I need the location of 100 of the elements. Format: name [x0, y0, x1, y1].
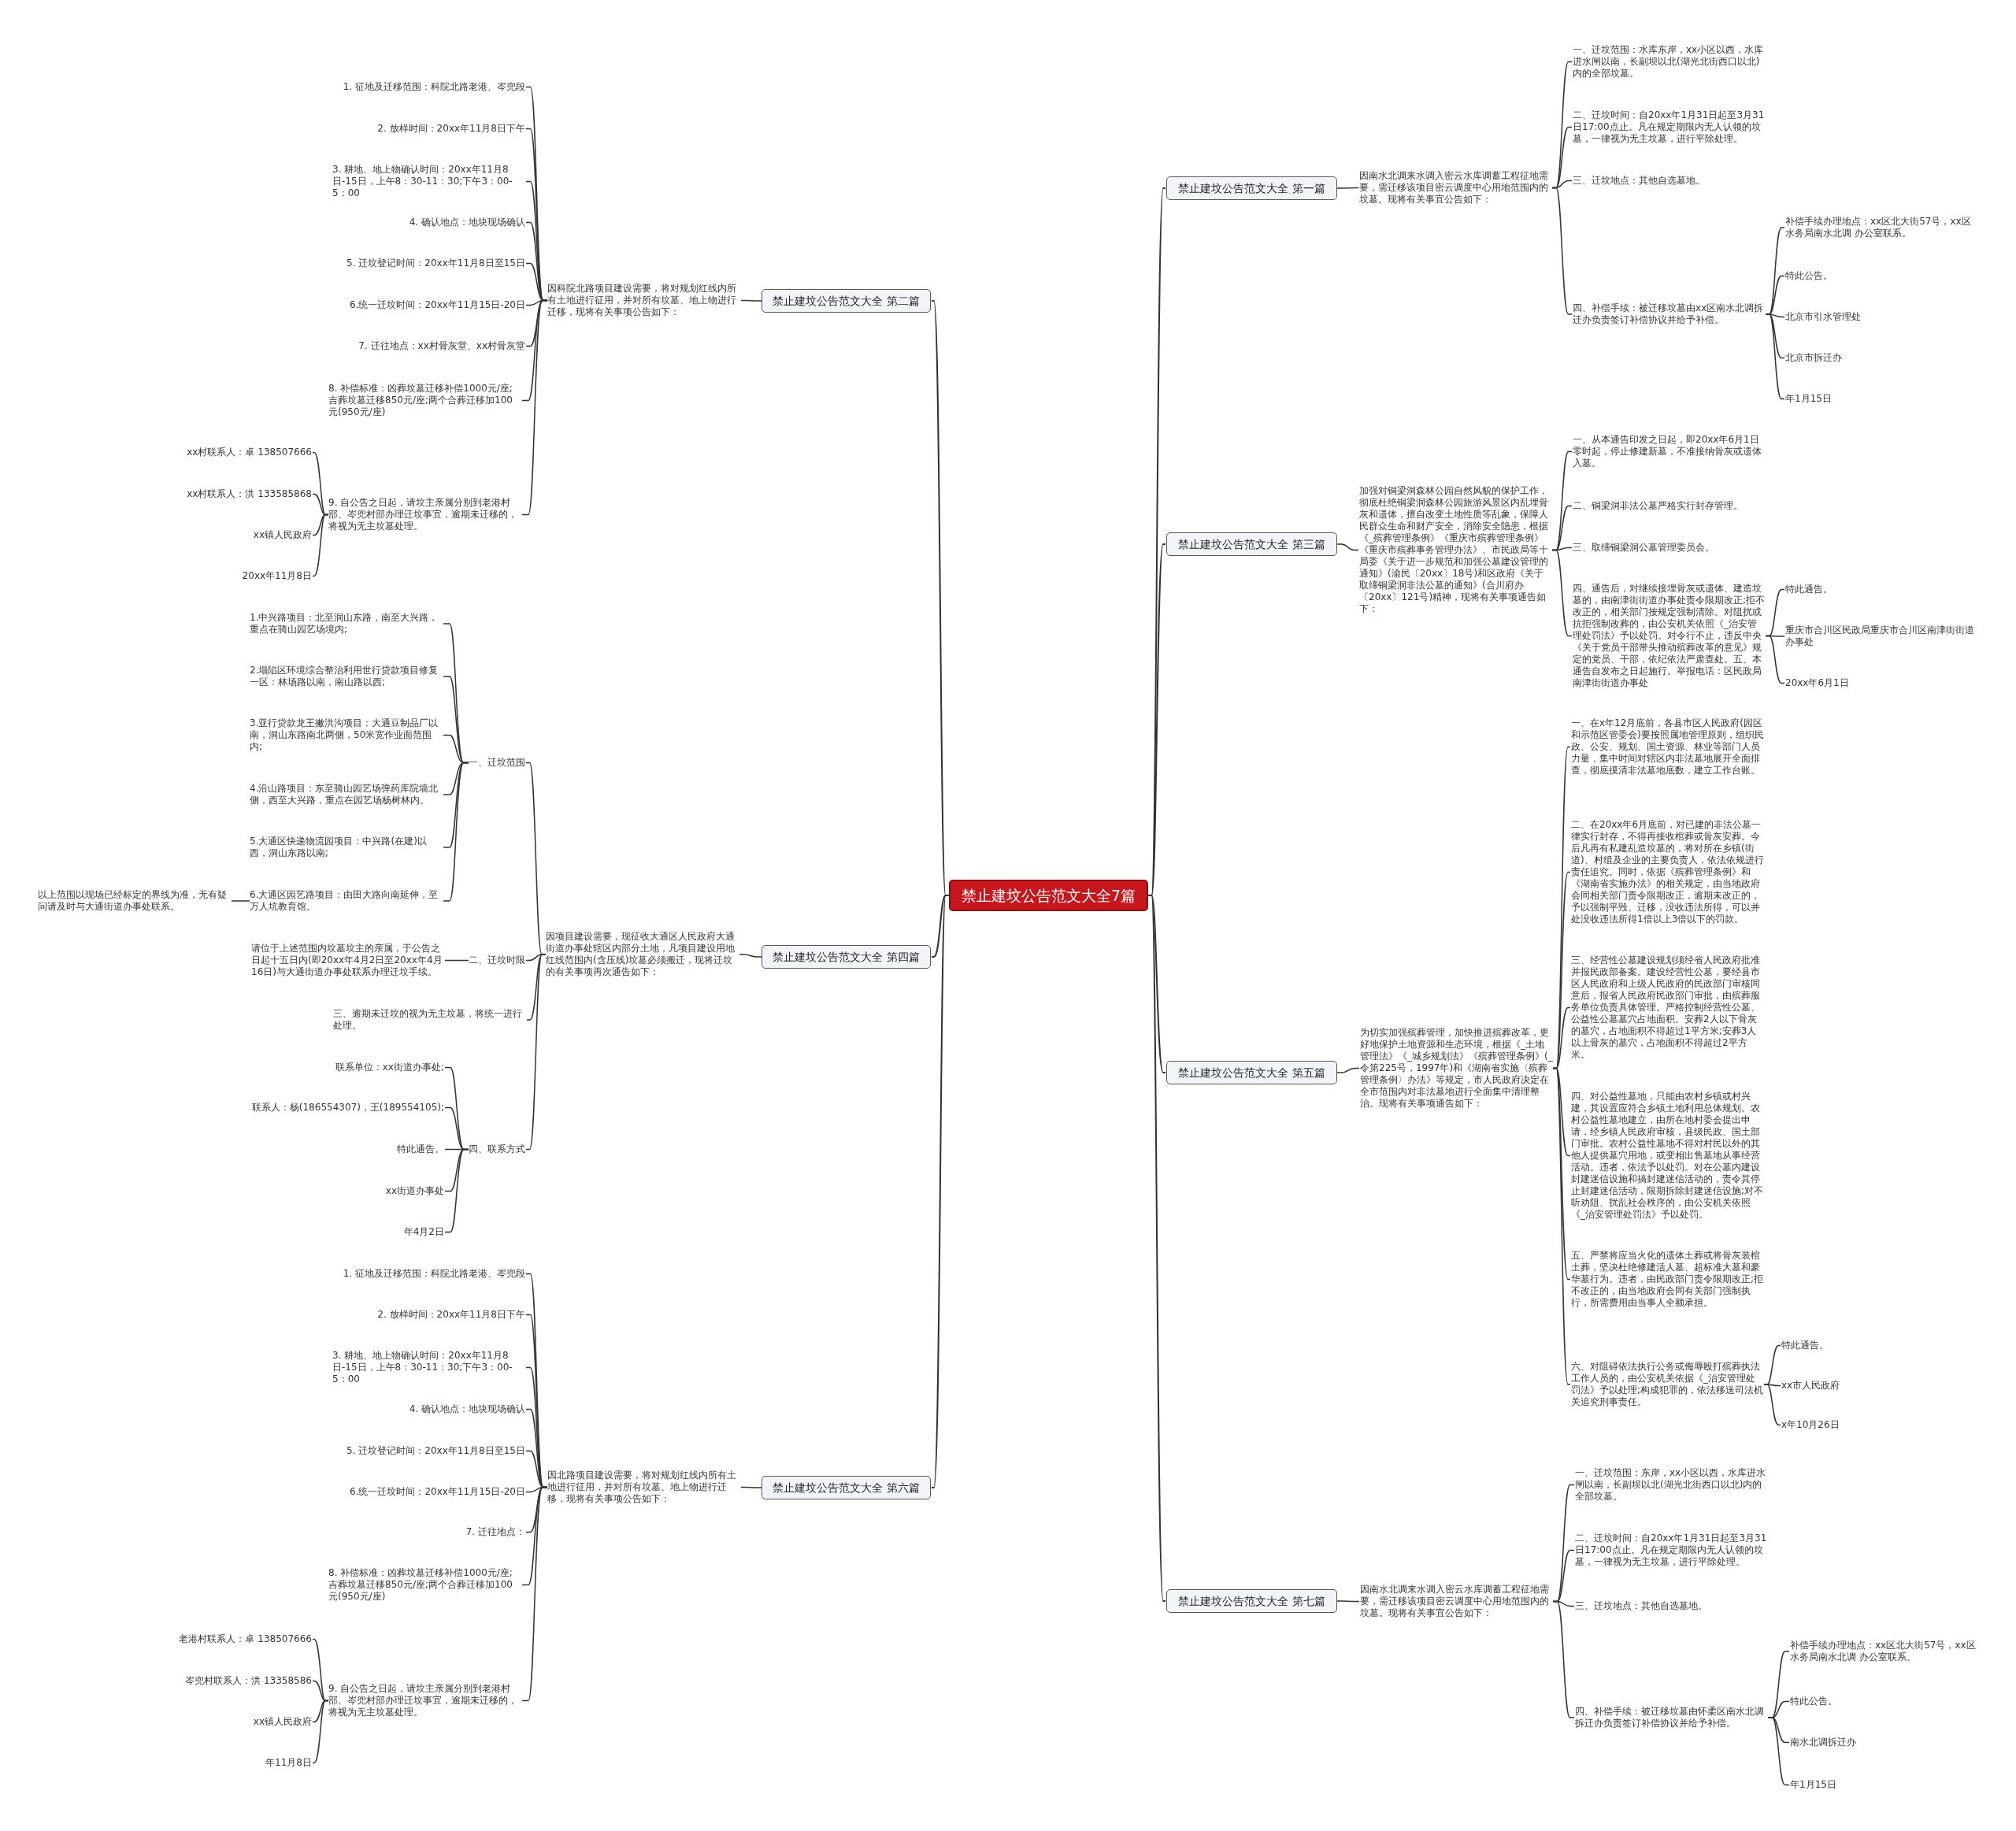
connector-line	[1552, 1600, 1575, 1718]
notice-text: 3. 耕地、地上物确认时间：20xx年11月8日-15日，上午8：30-11：30;下午3：00-5：00	[332, 1350, 525, 1385]
notice-text: 因南水北调来水调入密云水库调蓄工程征地需要，需迁移该项目密云调度中心用地范围内的坟墓。现将有关事宜公告如下：	[1360, 1584, 1553, 1619]
notice-text: 7. 迁往地点：xx村骨灰堂、xx村骨灰堂	[358, 340, 525, 352]
notice-text: 特此通告。	[1785, 584, 1833, 595]
notice-text: 补偿手续办理地点：xx区北大街57号，xx区水务局南水北调 办公室联系。	[1785, 216, 1978, 239]
connector-line	[1336, 1600, 1360, 1603]
notice-text: 三、迁坟地点：其他自选墓地。	[1575, 1600, 1707, 1612]
notice-text: 6.大通区园艺路项目：由田大路向南延伸，至万人坑教育馆。	[250, 889, 443, 913]
connector-line	[740, 1486, 762, 1488]
connector-line	[1336, 187, 1359, 189]
notice-text: 四、联系方式	[469, 1143, 525, 1155]
notice-text: 4.沿山路项目：东至骑山园艺场弹药库院墙北侧，西至大兴路，重点在园艺场杨树林内。	[250, 783, 443, 806]
notice-text: 为切实加强殡葬管理，加快推进殡葬改革，更好地保护土地资源和生态环境，根据《_土地管理法》《_城乡规划法》《殡葬管理条例》(_令第225号，1997年)和《湖南省实施〈殡葬管理条例〉办法》等规定，市人民政府决定在全市范围内对非法墓地进行全面集中清理整治。现将有关事项通告如下：	[1360, 1027, 1553, 1110]
branch-topic-box: 禁止建坟公告范文大全 第七篇	[1166, 1589, 1337, 1613]
notice-text: 8. 补偿标准：凶葬坟墓迁移补偿1000元/座;吉葬坟墓迁移850元/座;两个合葬迁移加100元(950元/座)	[328, 1567, 521, 1603]
branch-topic-box: 禁止建坟公告范文大全 第二篇	[762, 289, 931, 313]
notice-text: 2. 放样时间：20xx年11月8日下午	[377, 1309, 525, 1321]
connector-line	[443, 762, 469, 902]
notice-text: 2. 放样时间：20xx年11月8日下午	[377, 123, 525, 135]
notice-text: x年10月26日	[1781, 1419, 1840, 1431]
notice-text: 特此通告。	[397, 1143, 444, 1155]
notice-text: 三、迁坟地点：其他自选墓地。	[1573, 175, 1705, 187]
notice-text: 二、迁坟时限	[469, 954, 525, 966]
notice-text: 四、通告后，对继续接埋骨灰或遗体、建造坟墓的，由南津街街道办事处责令限期改正;拒不改正的，相关部门按规定强制清除。对阻扰或抗拒强制改葬的，由公安机关依照《_治安管理处罚法》予以处罚。对令行不止，违反中央《关于党员干部带头推动殡葬改革的意见》规定的党员、干部，依纪依法严肃查处。五、本通告自发布之日起施行。举报电话：区民政局南津街街道办事处	[1573, 583, 1766, 689]
notice-text: 四、对公益性墓地，只能由农村乡镇或村兴建，其设置应符合乡镇土地利用总体规划。农村公益性墓地建立，由所在地村委会提出申请，经乡镇人民政府审核，县级民政、国土部门审批。农村公益性墓地不得对村民以外的其他人提供墓穴用地，或变相出售墓地从事经营活动。违者，依法予以处罚。对在公墓内建设封建迷信设施和搞封建迷信活动的，责令其停止封建迷信活动，限期拆除封建迷信设施;对不听劝阻、扰乱社会秩序的，由公安机关依照《_治安管理处罚法》予以处罚。	[1571, 1091, 1764, 1221]
branch-topic-box: 禁止建坟公告范文大全 第一篇	[1166, 176, 1337, 200]
notice-text: 二、铜梁洞非法公墓严格实行封存管理。	[1573, 500, 1743, 512]
notice-text: 一、迁坟范围：东岸，xx小区以西，水库进水闸以南，长副坝以北(湖光北街西口以北)内的全部坟墓。	[1575, 1467, 1768, 1503]
connector-line	[1336, 543, 1359, 551]
notice-text: 四、补偿手续：被迁移坟墓由xx区南水北调拆迁办负责签订补偿协议并给予补偿。	[1573, 302, 1766, 326]
notice-text: xx市人民政府	[1781, 1380, 1840, 1392]
notice-text: 岑兜村联系人：洪 13358586	[185, 1675, 312, 1687]
notice-text: 20xx年6月1日	[1785, 677, 1849, 689]
notice-text: 特此通告。	[1781, 1340, 1829, 1351]
connector-line	[1551, 187, 1573, 315]
notice-text: 6.统一迁坟时间：20xx年11月15日-20日	[349, 299, 525, 311]
notice-text: 5. 迁坟登记时间：20xx年11月8日至15日	[346, 1445, 525, 1457]
notice-text: 9. 自公告之日起，请坟主亲属分别到老港村部、岑兜村部办理迁坟事宜，逾期未迁移的，将视为无主坟墓处理。	[328, 497, 521, 532]
notice-text: 5. 迁坟登记时间：20xx年11月8日至15日	[346, 258, 525, 269]
notice-text: 4. 确认地点：地块现场确认	[409, 1403, 525, 1415]
notice-text: 9. 自公告之日起，请坟主亲属分别到老港村部、岑兜村部办理迁坟事宜，逾期未迁移的，将视为无主坟墓处理。	[328, 1683, 521, 1718]
notice-text: 年1月15日	[1790, 1779, 1836, 1791]
connector-line	[521, 299, 548, 516]
connector-line	[521, 1486, 548, 1702]
notice-text: 老港村联系人：卓 138507666	[179, 1633, 312, 1645]
notice-text: 因科院北路项目建设需要，将对规划红线内所有土地进行征用，并对所有坟墓、地上物进行迁移，现将有关事项公告如下：	[547, 283, 740, 318]
central-topic-box: 禁止建坟公告范文大全7篇	[949, 880, 1148, 911]
notice-text: 补偿手续办理地点：xx区北大街57号，xx区水务局南水北调 办公室联系。	[1790, 1640, 1983, 1663]
connector-line	[1763, 1384, 1781, 1426]
branch-topic-box: 禁止建坟公告范文大全 第四篇	[762, 945, 931, 969]
notice-text: 六、对阻碍依法执行公务或侮辱殴打殡葬执法工作人员的，由公安机关依据《_治安管理处罚法》予以处理;构成犯罪的，依法移送司法机关追究刑事责任。	[1571, 1361, 1764, 1408]
connector-line	[444, 959, 469, 962]
notice-text: 联系单位：xx街道办事处;	[335, 1062, 444, 1073]
notice-text: 因北路项目建设需要，将对规划红线内所有土地进行征用，并对所有坟墓、地上物进行迁移，现将有关事项公告如下：	[547, 1470, 740, 1505]
branch-topic-box: 禁止建坟公告范文大全 第六篇	[762, 1476, 931, 1499]
connector-line	[739, 954, 762, 958]
notice-text: 3.亚行贷款龙王撇洪沟项目：大通豆制品厂以南，洞山东路南北两侧，50米宽作业面范围内;	[250, 717, 443, 753]
notice-text: 年11月8日	[265, 1757, 312, 1769]
notice-text: 加强对铜梁洞森林公园自然风貌的保护工作，彻底杜绝铜梁洞森林公园旅游风景区内乱埋骨灰和遗体，擅自改变土地性质等乱象，保障人民群众生命和财产安全，消除安全隐患，根据《_殡葬管理条例》《重庆市殡葬管理条例》《重庆市殡葬事务管理办法》、市民政局等十局委《关于进一步规范和加强公墓建设管理的通知》(渝民〔20xx〕18号)和区政府《关于取缔铜梁洞非法公墓的通知》(合川府办〔20xx〕121号)精神，现将有关事项通告如下：	[1359, 485, 1552, 615]
notice-text: 二、迁坟时间：自20xx年1月31日起至3月31日17:00点止。凡在规定期限内无人认领的坟墓，一律视为无主坟墓，进行平除处理。	[1575, 1533, 1768, 1568]
notice-text: 请位于上述范围内坟墓坟主的亲属，于公告之日起十五日内(即20xx年4月2日至20xx年4月16日)与大通街道办事处联系办理迁坟手续。	[251, 943, 444, 978]
notice-text: 南水北调拆迁办	[1790, 1736, 1856, 1748]
notice-text: xx镇人民政府	[253, 529, 312, 541]
notice-text: 2.塌陷区环境综合整治利用世行贷款项目修复一区：林场路以南，南山路以西;	[250, 665, 443, 688]
connector-line	[1765, 635, 1785, 684]
connector-line	[1552, 1067, 1571, 1385]
connector-line	[444, 1148, 469, 1233]
notice-text: 7. 迁往地点：	[465, 1526, 525, 1538]
branch-topic-box: 禁止建坟公告范文大全 第五篇	[1166, 1061, 1337, 1084]
notice-text: 一、在x年12月底前，各县市区人民政府(园区和示范区管委会)要按照属地管理原则，组织民政、公安、规划、国土资源、林业等部门人员力量，集中时间对辖区内非法墓地展开全面排查，彻底摸清非法墓地底数，建立工作台账。	[1571, 717, 1764, 777]
notice-text: xx村联系人：洪 133585868	[187, 488, 312, 500]
notice-text: 特此公告。	[1785, 270, 1833, 282]
notice-text: 5.大通区快递物流园项目：中兴路(在建)以西，洞山东路以南;	[250, 836, 443, 859]
notice-text: xx村联系人：卓 138507666	[187, 447, 312, 458]
notice-text: 重庆市合川区民政局重庆市合川区南津街街道办事处	[1785, 625, 1982, 648]
notice-text: 三、取缔铜梁洞公墓管理委员会。	[1573, 542, 1714, 554]
notice-text: 北京市引水管理处	[1785, 311, 1861, 323]
notice-text: 1. 征地及迁移范围：科院北路老港、岑兜段	[343, 1268, 525, 1280]
notice-text: 4. 确认地点：地块现场确认	[409, 217, 525, 228]
notice-text: 6.统一迁坟时间：20xx年11月15日-20日	[349, 1486, 525, 1498]
notice-text: 三、逾期未迁坟的视为无主坟墓，将统一进行处理。	[333, 1008, 526, 1032]
notice-text: 1.中兴路项目：北至洞山东路，南至大兴路，重点在骑山园艺场境内;	[250, 612, 443, 636]
notice-text: 20xx年11月8日	[242, 570, 312, 582]
notice-text: 二、在20xx年6月底前，对已建的非法公墓一律实行封存，不得再接收棺葬或骨灰安葬。今后凡再有私建乱造坟墓的，将对所在乡镇(街道)、村组及企业的主要负责人，依法依规进行责任追究。同时，依据《殡葬管理条例》和《湖南省实施办法》的相关规定，由当地政府会同相关部门责令限期改正，逾期未改正的，予以强制平毁、迁移，没收违法所得，可以并处没收违法所得1倍以上3倍以下的罚款。	[1571, 819, 1764, 925]
notice-text: 因南水北调来水调入密云水库调蓄工程征地需要，需迁移该项目密云调度中心用地范围内的坟墓。现将有关事宜公告如下：	[1359, 170, 1552, 206]
connector-line	[312, 1699, 329, 1764]
notice-text: 联系人：杨(186554307)，王(189554105);	[251, 1102, 444, 1114]
connector-line	[740, 299, 762, 302]
notice-text: 四、补偿手续：被迁移坟墓由怀柔区南水北调拆迁办负责签订补偿协议并给予补偿。	[1575, 1706, 1768, 1729]
notice-text: 一、从本通告印发之日起，即20xx年6月1日零时起，停止修建新墓，不准接纳骨灰或遗体入墓。	[1573, 434, 1766, 469]
connector-line	[1551, 549, 1573, 637]
notice-text: 二、迁坟时间：自20xx年1月31日起至3月31日17:00点止。凡在规定期限内无人认领的坟墓，一律视为无主坟墓，进行平除处理。	[1573, 109, 1766, 145]
branch-topic-box: 禁止建坟公告范文大全 第三篇	[1166, 532, 1337, 556]
notice-text: 8. 补偿标准：凶葬坟墓迁移补偿1000元/座;吉葬坟墓迁移850元/座;两个合葬迁移加100元(950元/座)	[328, 383, 521, 418]
connector-line	[1336, 1067, 1360, 1073]
notice-text: 五、严禁将应当火化的遗体土葬或将骨灰装棺土葬，坚决杜绝修建活人墓、超标准大墓和豪华墓行为。违者，由民政部门责令限期改正;拒不改正的，由当地政府会同有关部门强制执行，所需费用由当事人全额承担。	[1571, 1250, 1764, 1309]
notice-text: 北京市拆迁办	[1785, 352, 1842, 364]
connector-line	[1765, 313, 1785, 400]
notice-text: 年1月15日	[1785, 393, 1832, 405]
